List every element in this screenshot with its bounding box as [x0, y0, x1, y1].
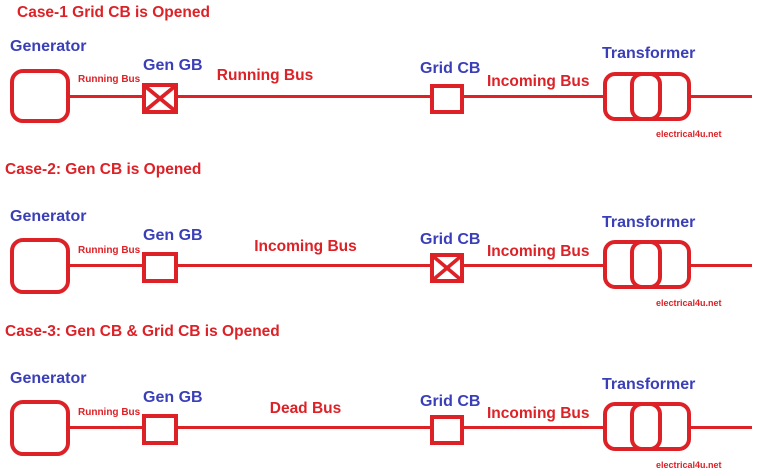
generator-symbol [10, 400, 70, 456]
generator-symbol [10, 69, 70, 123]
running-bus-tap-label: Running Bus [78, 407, 141, 418]
generator-label: Generator [10, 208, 87, 225]
generator-symbol [10, 238, 70, 294]
transformer-inner-winding [630, 402, 662, 451]
bus-line [64, 426, 752, 429]
transformer-label: Transformer [602, 45, 696, 62]
right-bus-label: Incoming Bus [487, 405, 590, 422]
left-bus-label: Incoming Bus [254, 238, 357, 255]
grid-breaker-symbol [430, 415, 464, 445]
transformer-symbol [603, 240, 691, 289]
case-title: Case-2: Gen CB is Opened [5, 161, 202, 178]
right-bus-label: Incoming Bus [487, 73, 590, 90]
grid-breaker-symbol [430, 84, 464, 114]
bus-line [64, 95, 752, 98]
watermark: electrical4u.net [656, 129, 722, 139]
grid-breaker-label: Grid CB [420, 60, 481, 77]
case-title: Case-3: Gen CB & Grid CB is Opened [5, 323, 280, 340]
transformer-label: Transformer [602, 376, 696, 393]
watermark: electrical4u.net [656, 298, 722, 308]
bus-line [64, 264, 752, 267]
gen-breaker-label: Gen GB [143, 57, 203, 74]
gen-breaker-label: Gen GB [143, 389, 203, 406]
grid-breaker-label: Grid CB [420, 231, 481, 248]
gen-breaker-label: Gen GB [143, 227, 203, 244]
left-bus-label: Dead Bus [269, 400, 342, 417]
gen-breaker-symbol [142, 252, 178, 283]
breaker-closed-x-icon [146, 87, 174, 110]
transformer-inner-winding [630, 240, 662, 289]
case-3-section: Case-3: Gen CB & Grid CB is Opened Gener… [0, 319, 760, 475]
case-2-section: Case-2: Gen CB is Opened Generator Runni… [0, 157, 760, 317]
left-bus-label: Running Bus [216, 67, 314, 84]
grid-breaker-symbol [430, 253, 464, 283]
grid-breaker-label: Grid CB [420, 393, 481, 410]
generator-label: Generator [10, 38, 87, 55]
right-bus-label: Incoming Bus [487, 243, 590, 260]
transformer-symbol [603, 72, 691, 121]
transformer-symbol [603, 402, 691, 451]
case-1-section: Case-1 Grid CB is Opened Generator Runni… [0, 0, 760, 160]
case-title: Case-1 Grid CB is Opened [17, 4, 210, 21]
watermark: electrical4u.net [656, 460, 722, 470]
gen-breaker-symbol [142, 414, 178, 445]
transformer-inner-winding [630, 72, 662, 121]
transformer-label: Transformer [602, 214, 696, 231]
gen-breaker-symbol [142, 83, 178, 114]
generator-label: Generator [10, 370, 87, 387]
running-bus-tap-label: Running Bus [78, 74, 141, 85]
breaker-closed-x-icon [434, 257, 460, 279]
running-bus-tap-label: Running Bus [78, 245, 141, 256]
